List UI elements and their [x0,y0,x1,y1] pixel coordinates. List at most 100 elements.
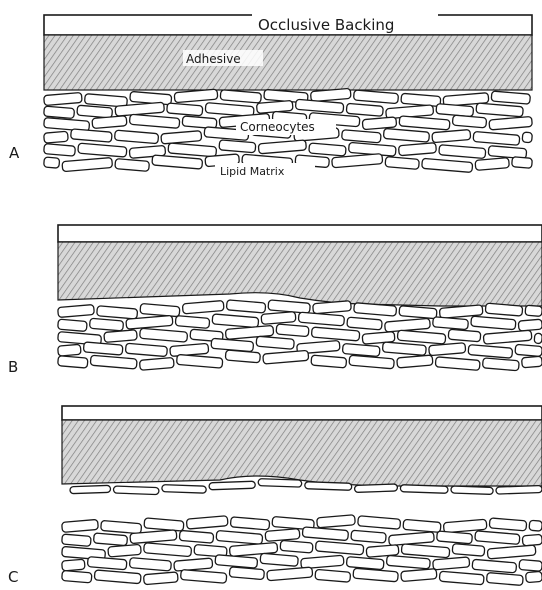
corneocyte [401,544,450,558]
panel-b: B [8,225,542,376]
corneocyte [168,143,217,157]
corneocyte [83,342,123,355]
corneocyte [162,485,207,494]
corneocyte [301,555,344,569]
corneocyte [230,517,269,530]
panel-letter-b: B [8,358,18,376]
corneocyte [129,558,171,571]
corneocyte [436,104,474,117]
corneocyte [471,316,516,330]
corneocyte [485,303,523,316]
corneocyte [475,531,520,545]
corneocyte [211,338,254,351]
corneocyte [258,140,306,154]
corneocyte [433,557,470,570]
corneocyte [349,355,394,369]
corneocyte [342,130,382,143]
corneocyte [101,520,142,533]
corneocyte [44,92,83,105]
corneocyte [515,344,542,356]
corneocyte [311,355,347,368]
corneocyte [144,518,184,531]
corneocyte [435,357,480,371]
corneocyte [94,570,141,584]
corneocyte [71,129,113,142]
corneocyte [258,479,302,488]
corneocyte [400,485,448,494]
corneocyte [125,343,167,356]
corneocyte [144,543,192,557]
occlusive-backing-layer [62,406,542,420]
corneocyte [226,300,265,313]
corneocyte [205,103,254,117]
corneocyte [87,557,127,570]
corneocyte [399,306,437,319]
corneocyte [397,330,446,344]
corneocyte [347,317,382,330]
corneocyte [313,301,352,314]
corneocyte [397,355,433,368]
corneocyte [219,140,256,153]
corneocyte [398,143,436,156]
corneocyte [512,157,533,169]
corneocyte [386,555,430,569]
corneocyte [152,155,203,169]
corneocyte [180,570,226,584]
corneocyte [78,143,127,157]
corneocyte [268,300,310,313]
corneocyte [58,319,88,331]
corneocyte [403,519,441,532]
corneocyte [439,145,486,159]
corneocyte [62,158,113,172]
corneocyte [475,158,509,171]
corneocyte [302,527,348,541]
corneocyte [529,520,542,531]
corneocyte [58,305,95,318]
corneocyte [62,559,85,571]
corneocyte [44,144,76,157]
corneocyte [140,328,188,342]
corneocyte [129,114,179,128]
corneocyte [265,529,300,542]
corneocyte [476,103,523,117]
panel-c: C [8,406,542,586]
corneocyte [44,106,75,118]
lipid-matrix-label: Lipid Matrix [220,165,285,178]
adhesive-label: Adhesive [186,52,241,66]
occlusive-backing-layer [58,225,542,242]
corneocyte [175,316,210,329]
corneocyte [432,130,471,143]
panel-a: Occlusive Backing Adhesive Corneocytes L… [9,14,532,178]
corneocyte [114,130,158,144]
corneocyte [487,545,536,559]
corneocyte [276,324,309,337]
corneocyte [256,336,294,349]
corneocyte [468,345,513,359]
corneocyte [267,567,313,581]
corneocyte [437,531,473,544]
corneocyte [534,333,542,344]
corneocyte [215,555,258,568]
corneocyte [225,350,260,363]
adhesive-layer [62,420,542,486]
corneocyte [77,105,113,118]
corneocyte [482,358,519,371]
corneocyte [295,99,343,113]
corneocyte [58,356,88,368]
corneocyte [351,530,386,543]
corneocyte [62,519,99,532]
adhesive-layer [58,242,542,306]
corneocyte [139,357,174,370]
corneocyte [522,356,542,368]
corneocyte [298,312,344,326]
corneocyte [70,485,111,493]
corneocyte [401,569,437,582]
corneocyte [439,571,484,585]
corneocyte [92,116,127,129]
corneocyte [385,157,419,170]
corneocyte [383,128,429,142]
corneocyte [496,485,542,494]
corneocyte [473,131,520,145]
corneocyte [354,484,397,492]
